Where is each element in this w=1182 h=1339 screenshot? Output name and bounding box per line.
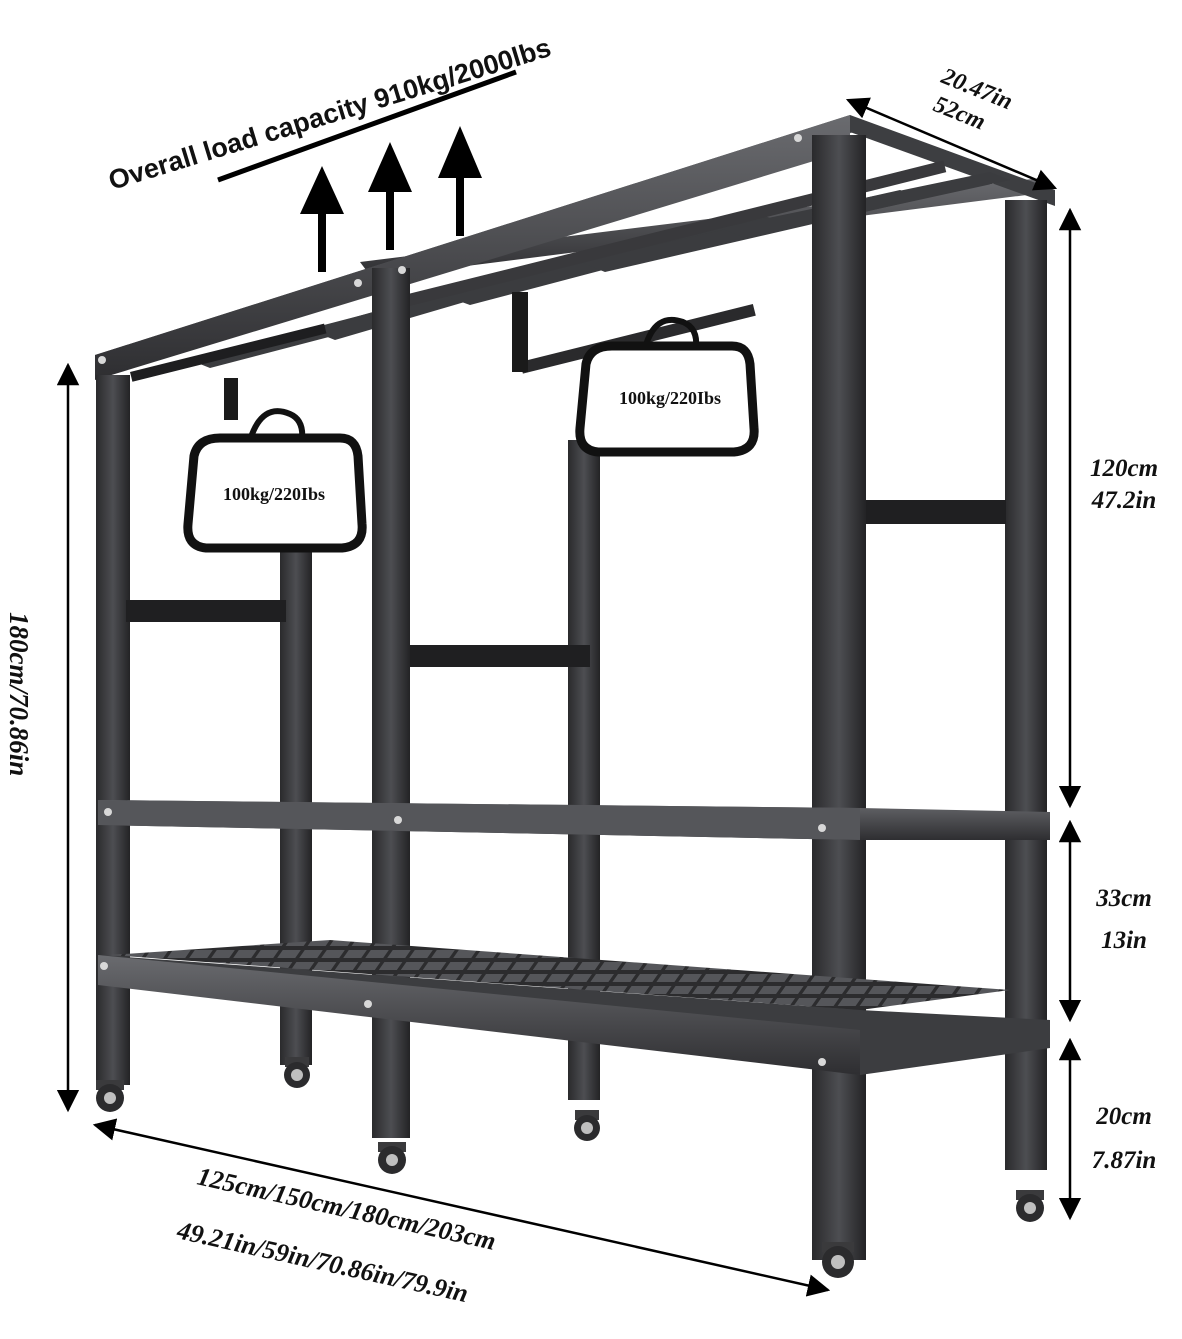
hanging-weight-left: 100kg/220Ibs	[183, 378, 367, 553]
weight-right-outline	[575, 341, 759, 457]
weight-left-label: 100kg/220Ibs	[223, 484, 325, 504]
middle-section-dimension: 33cm 13in	[1058, 819, 1152, 1023]
up-arrow-icon	[368, 142, 412, 250]
total-height-dimension: 180cm/70.86in	[4, 362, 80, 1113]
total-height-label: 180cm/70.86in	[4, 612, 34, 776]
load-capacity-label: Overall load capacity 910kg/2000lbs	[105, 32, 554, 195]
middle-section-cm-label: 33cm	[1095, 885, 1152, 912]
upper-section-cm-label: 120cm	[1090, 455, 1158, 482]
depth-dimension: 20.47in 52cm	[845, 63, 1058, 191]
shelf-frame	[95, 115, 1055, 1260]
leg-height-inch-label: 7.87in	[1092, 1147, 1157, 1174]
weight-right-label: 100kg/220Ibs	[619, 388, 721, 408]
up-arrow-icon	[300, 166, 344, 272]
leg-height-dimension: 20cm 7.87in	[1058, 1037, 1157, 1221]
width-dimension: 125cm/150cm/180cm/203cm 49.21in/59in/70.…	[92, 1118, 831, 1308]
up-arrow-icon	[438, 126, 482, 236]
upper-section-inch-label: 47.2in	[1091, 487, 1157, 514]
load-capacity-underline	[217, 69, 517, 183]
leg-height-cm-label: 20cm	[1095, 1103, 1152, 1130]
upper-section-dimension: 120cm 47.2in	[1058, 207, 1158, 809]
hanging-weight-right: 100kg/220Ibs	[512, 292, 759, 457]
weight-left-outline	[183, 433, 367, 553]
middle-section-inch-label: 13in	[1101, 927, 1147, 954]
